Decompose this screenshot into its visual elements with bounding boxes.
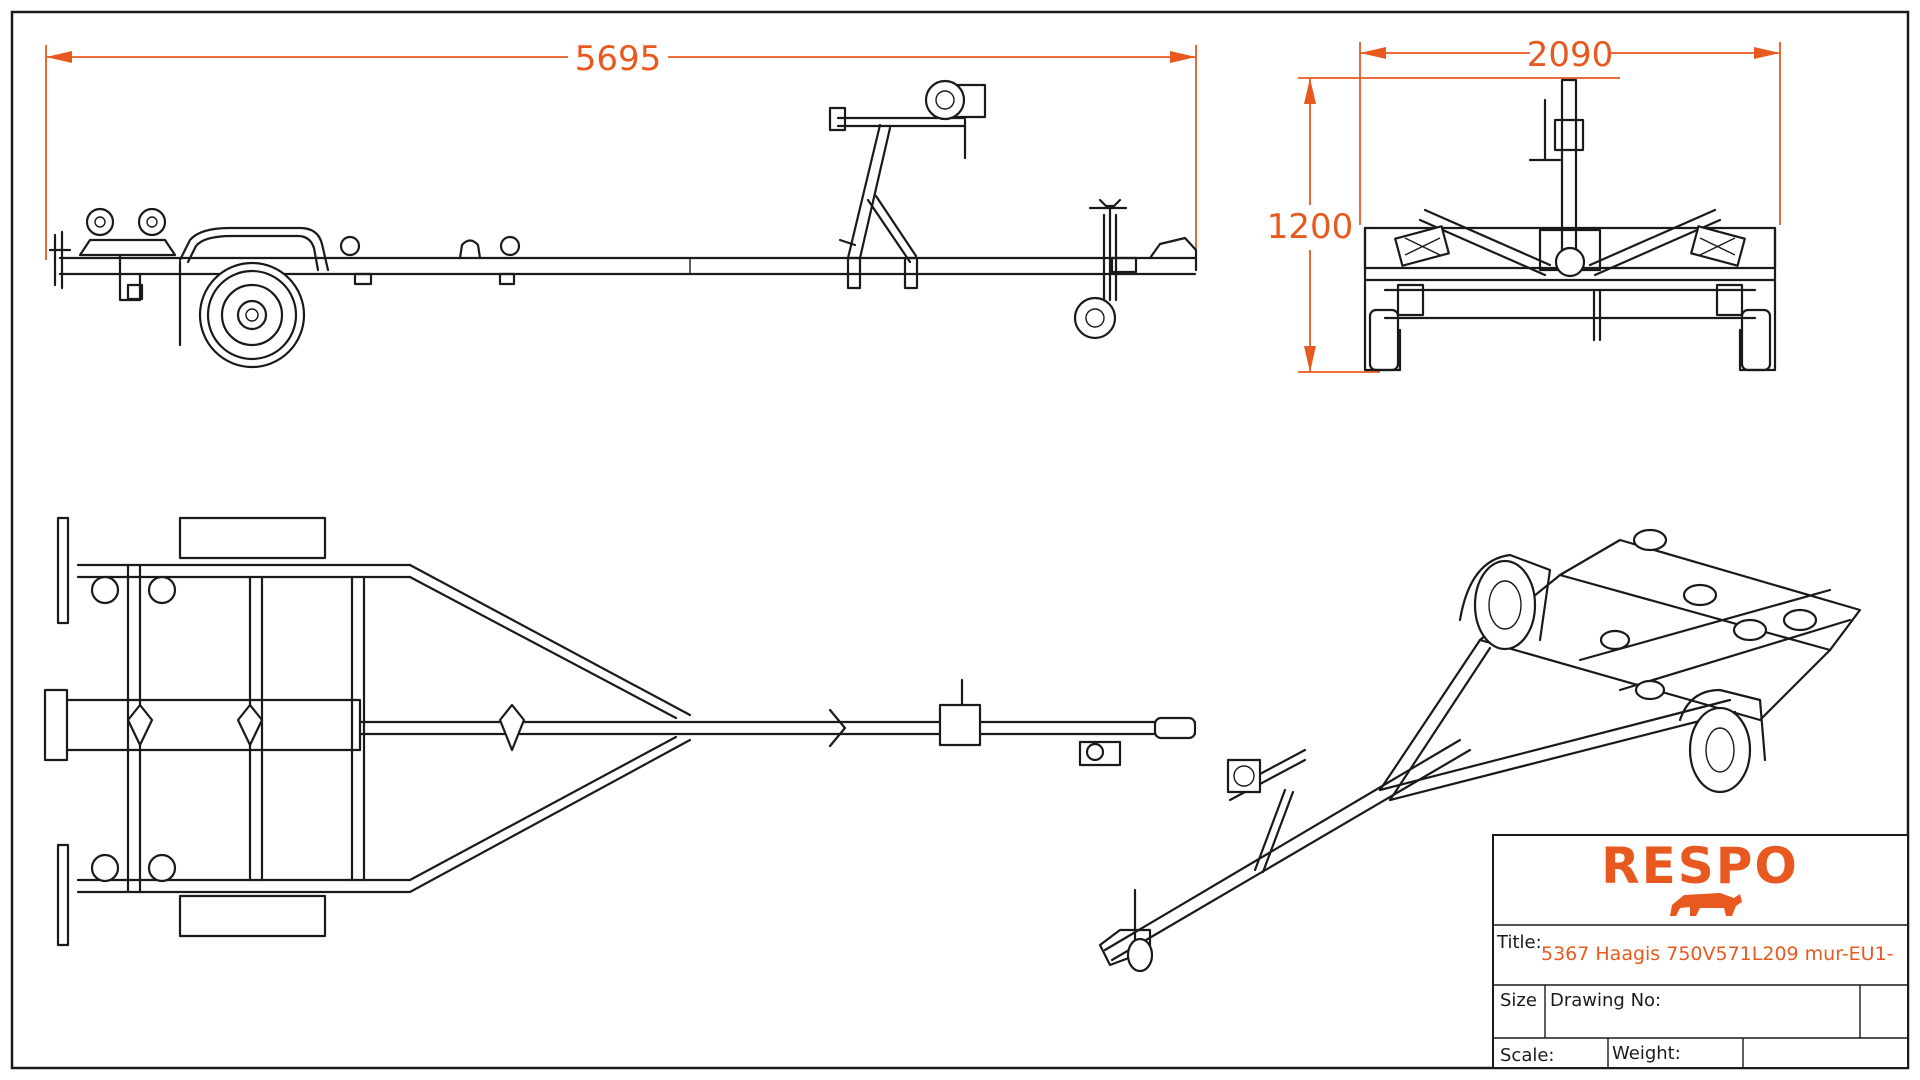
- dimension-length: 5695: [45, 39, 1197, 270]
- isometric-view: [1098, 528, 1862, 973]
- top-view: [43, 516, 1197, 947]
- logo-bull-icon: [1670, 893, 1742, 916]
- dimension-width-label: 2090: [1527, 35, 1614, 75]
- title-label: Title:: [1496, 932, 1542, 953]
- weight-label: Weight:: [1612, 1043, 1681, 1064]
- side-view: 5695: [45, 39, 1198, 369]
- title-value: 5367 Haagis 750V571L209 mur-EU1-: [1541, 943, 1894, 965]
- dimension-width: 2090: [1359, 35, 1781, 225]
- dimension-length-label: 5695: [575, 39, 662, 79]
- size-label: Size: [1500, 990, 1537, 1011]
- sheet-border: [10, 10, 1910, 1070]
- dimension-height: 1200: [1267, 77, 1620, 373]
- respo-logo: RESPO: [1601, 837, 1799, 895]
- title-block: RESPO Title: 5367 Haagis 750V571L209 mur…: [1492, 834, 1909, 1069]
- drawing-no-label: Drawing No:: [1550, 990, 1661, 1011]
- scale-label: Scale:: [1500, 1045, 1555, 1066]
- dimension-height-label: 1200: [1267, 207, 1354, 247]
- front-view: 2090 1200: [1267, 35, 1781, 373]
